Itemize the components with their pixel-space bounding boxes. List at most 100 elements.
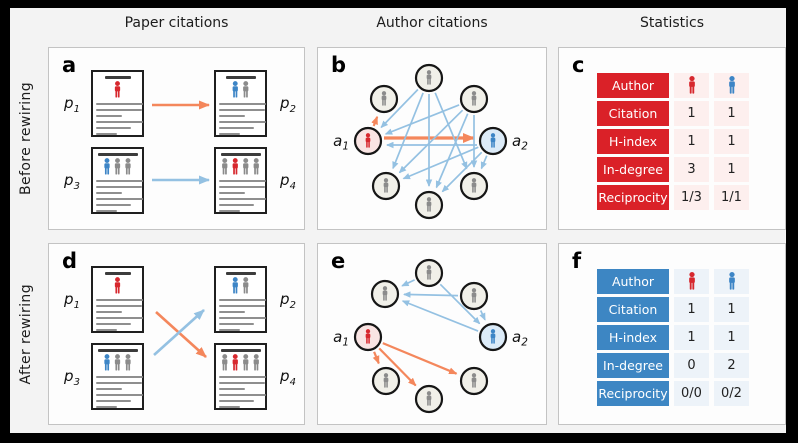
stat-value: 1 — [714, 325, 749, 350]
panel-letter: f — [572, 249, 582, 273]
stat-label-h-index: H-index — [597, 325, 669, 350]
author-label-a1: a1 — [333, 132, 349, 153]
paper-title-bar — [220, 153, 261, 156]
stat-value — [714, 269, 749, 294]
citation-edge-tr-a2 — [479, 310, 486, 321]
citation-edge-a1-br — [382, 342, 458, 375]
paper-authors — [114, 81, 121, 98]
paper-authors — [104, 354, 131, 371]
paper-authors — [232, 81, 249, 98]
paper-p4 — [214, 147, 267, 214]
person-icon-blue — [104, 354, 110, 371]
person-icon-gray — [383, 178, 389, 193]
stat-value: 1 — [674, 129, 709, 154]
stat-value: 2 — [714, 353, 749, 378]
stat-label-citation: Citation — [597, 101, 669, 126]
person-icon-blue — [728, 271, 735, 290]
citation-arrow — [153, 309, 205, 356]
stat-label-in-degree: In-degree — [597, 157, 669, 182]
author-label-a2: a2 — [512, 328, 528, 349]
paper-text-lines — [216, 376, 266, 408]
citation-edge-tc-tl — [401, 279, 415, 287]
citation-edge-a1-bl — [372, 351, 380, 365]
person-icon-gray — [426, 70, 432, 85]
stat-label-h-index: H-index — [597, 129, 669, 154]
citation-edge-tr-bc — [435, 113, 469, 189]
paper-text-lines — [216, 299, 266, 331]
person-icon-gray — [222, 158, 228, 175]
person-icon-red — [114, 277, 121, 294]
paper-p4 — [214, 343, 267, 410]
paper-title-bar — [220, 349, 261, 352]
person-icon-blue — [104, 158, 110, 175]
paper-label-p3: p3 — [64, 171, 80, 192]
panel-letter: d — [62, 249, 78, 273]
paper-p1 — [91, 70, 144, 137]
paper-text-lines — [93, 103, 143, 135]
stat-label-reciprocity: Reciprocity — [597, 185, 669, 210]
citation-edge-tc-bl — [392, 92, 424, 170]
column-title-paper-citations: Paper citations — [124, 15, 229, 31]
citation-edge-tc-a2 — [439, 283, 481, 325]
citation-edge-tr-tl — [403, 291, 459, 298]
paper-citation-arrows — [152, 100, 210, 185]
stat-value: 1 — [714, 297, 749, 322]
citation-edge-a2-br — [480, 155, 488, 170]
person-icon-gray — [243, 277, 249, 294]
citation-edge-a2-tl — [401, 300, 479, 332]
author-label-a2: a2 — [512, 132, 528, 153]
paper-authors — [114, 277, 121, 294]
person-icon-gray — [426, 391, 432, 406]
person-icon-gray — [125, 158, 131, 175]
author-node-tr — [459, 281, 489, 311]
paper-label-p4: p4 — [280, 367, 296, 388]
paper-text-lines — [216, 103, 266, 135]
panel-letter: e — [331, 249, 346, 273]
paper-label-p3: p3 — [64, 367, 80, 388]
person-icon-red — [114, 81, 121, 98]
person-icon-gray — [243, 81, 249, 98]
person-icon-red — [365, 133, 371, 148]
paper-authors — [104, 158, 131, 175]
stat-label-reciprocity: Reciprocity — [597, 381, 669, 406]
citation-edge-tc-br — [434, 92, 468, 170]
person-icon-gray — [125, 354, 131, 371]
panel-letter: a — [62, 53, 77, 77]
author-node-br — [459, 171, 489, 201]
row-label-before-rewiring: Before rewiring — [18, 81, 34, 196]
citation-edge-tc-a1 — [380, 88, 419, 129]
person-icon-blue — [232, 81, 238, 98]
stat-value: 1 — [674, 325, 709, 350]
paper-text-lines — [216, 180, 266, 212]
author-node-a1 — [353, 322, 383, 352]
stat-label-author: Author — [597, 73, 669, 98]
person-icon-gray — [114, 158, 121, 175]
author-node-tl — [369, 84, 399, 114]
paper-p2 — [214, 70, 267, 137]
person-icon-gray — [253, 158, 259, 175]
stat-value: 1 — [714, 129, 749, 154]
stat-value: 1/1 — [714, 185, 749, 210]
stat-value: 1 — [714, 101, 749, 126]
paper-label-p4: p4 — [280, 171, 296, 192]
stat-value: 0/0 — [674, 381, 709, 406]
stat-label-in-degree: In-degree — [597, 353, 669, 378]
stat-value — [674, 73, 709, 98]
paper-label-p1: p1 — [64, 290, 80, 311]
citation-edge-a2-bc — [441, 151, 483, 193]
person-icon-gray — [383, 373, 389, 388]
citation-edge-a1-tl — [371, 115, 379, 127]
person-icon-blue — [490, 329, 496, 344]
paper-citation-arrows — [153, 309, 207, 358]
citation-arrow — [155, 311, 207, 358]
paper-p1 — [91, 266, 144, 333]
paper-title-bar — [97, 153, 138, 156]
person-icon-gray — [243, 354, 249, 371]
paper-p3 — [91, 147, 144, 214]
